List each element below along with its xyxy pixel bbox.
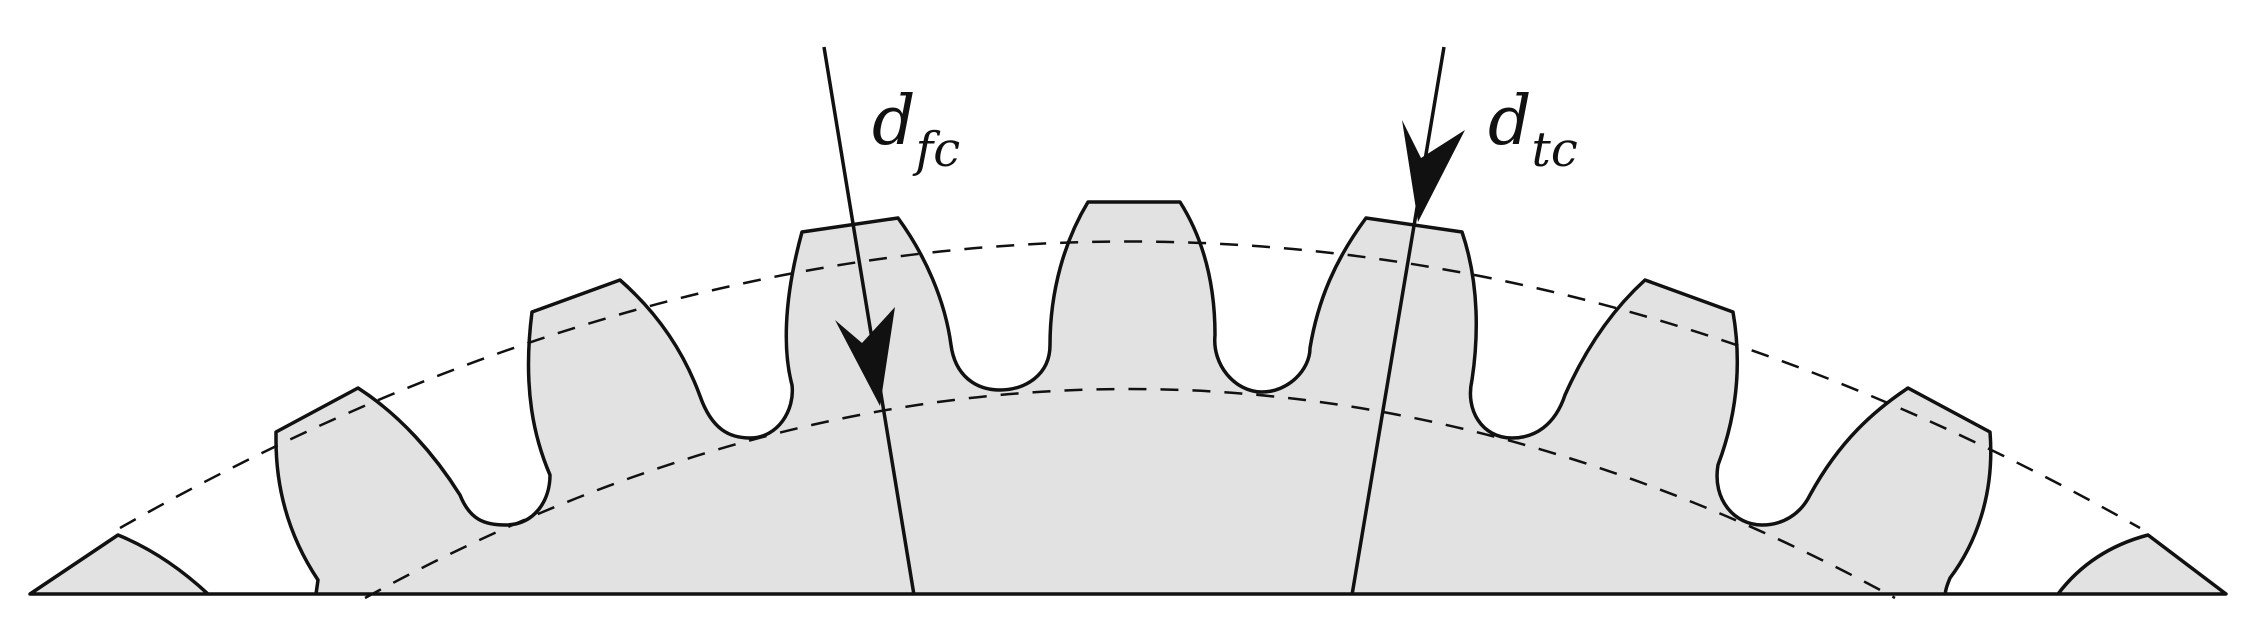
tip-diameter-base: d bbox=[1488, 82, 1532, 161]
tip-diameter-subscript: tc bbox=[1532, 122, 1578, 178]
tip-diameter-label: dtc bbox=[1488, 82, 1578, 178]
gear-profile bbox=[28, 200, 2228, 596]
root-diameter-label: dfc bbox=[872, 82, 960, 178]
tip-dimension-line bbox=[1350, 46, 1446, 596]
gear-body bbox=[28, 200, 2228, 596]
root-diameter-base: d bbox=[872, 82, 916, 161]
root-diameter-subscript: fc bbox=[913, 122, 961, 178]
root-diameter-dimension bbox=[822, 46, 916, 596]
tip-arrowhead bbox=[1402, 120, 1465, 222]
tip-diameter-dimension bbox=[1350, 46, 1465, 596]
root-arrowhead bbox=[835, 307, 895, 406]
root-dimension-line bbox=[822, 46, 916, 596]
root-circle-dashed bbox=[364, 387, 1896, 600]
tip-circle-dashed bbox=[119, 240, 2141, 530]
